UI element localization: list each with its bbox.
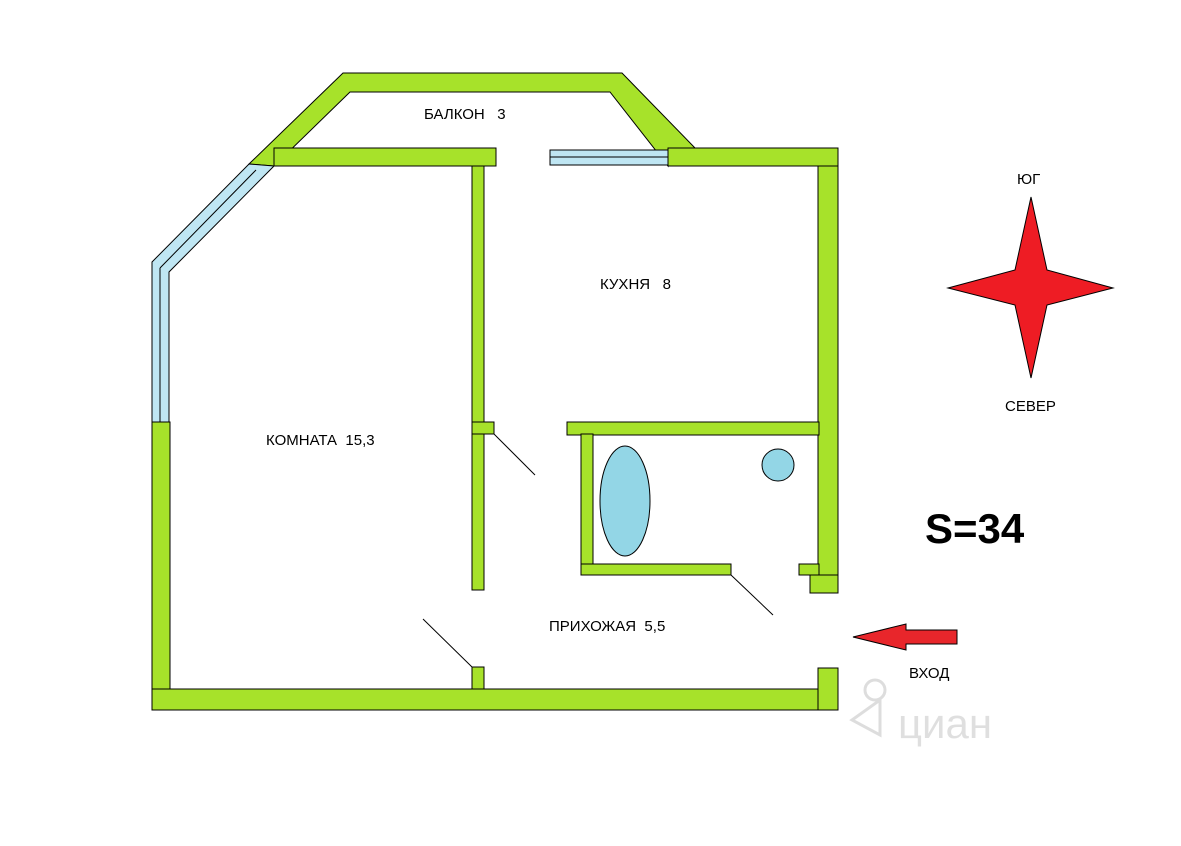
bathroom-top-wall [566,421,820,436]
total-area: S=34 [925,505,1025,552]
kitchen-label: КУХНЯ 8 [600,276,671,293]
door-swing-hall [422,618,473,668]
door-swing-room [493,433,536,476]
partition-wall [471,165,485,591]
entrance-arrow-icon [852,623,958,651]
bathtub-icon [599,445,651,557]
balcony-wall-end [273,147,497,167]
corner-window [151,163,276,423]
bottom-wall [151,688,839,711]
partition-stub [471,421,495,435]
right-wall-lower [817,667,839,711]
compass-north-label: СЕВЕР [1005,398,1056,415]
entrance-label: ВХОД [909,665,949,682]
bathroom-door-stub [798,563,820,576]
compass-south-label: ЮГ [1017,171,1040,188]
watermark-logo-icon [849,678,887,738]
compass-rose-icon [946,196,1115,379]
hall-partition-stub [471,666,485,690]
door-swing-bathroom [730,574,774,616]
kitchen-top-wall [667,147,839,167]
corner-window-sash [159,169,257,422]
bathroom-left-wall [580,433,594,576]
bathroom-bottom-wall [580,563,732,576]
entrance-door-stub [809,574,839,594]
left-wall [151,421,171,711]
room-label: КОМНАТА 15,3 [266,432,375,449]
right-wall-upper [817,147,839,594]
sink-icon [761,448,795,482]
watermark-text: циан [898,700,992,747]
hallway-label: ПРИХОЖАЯ 5,5 [549,618,665,635]
balcony-label: БАЛКОН 3 [424,106,506,123]
